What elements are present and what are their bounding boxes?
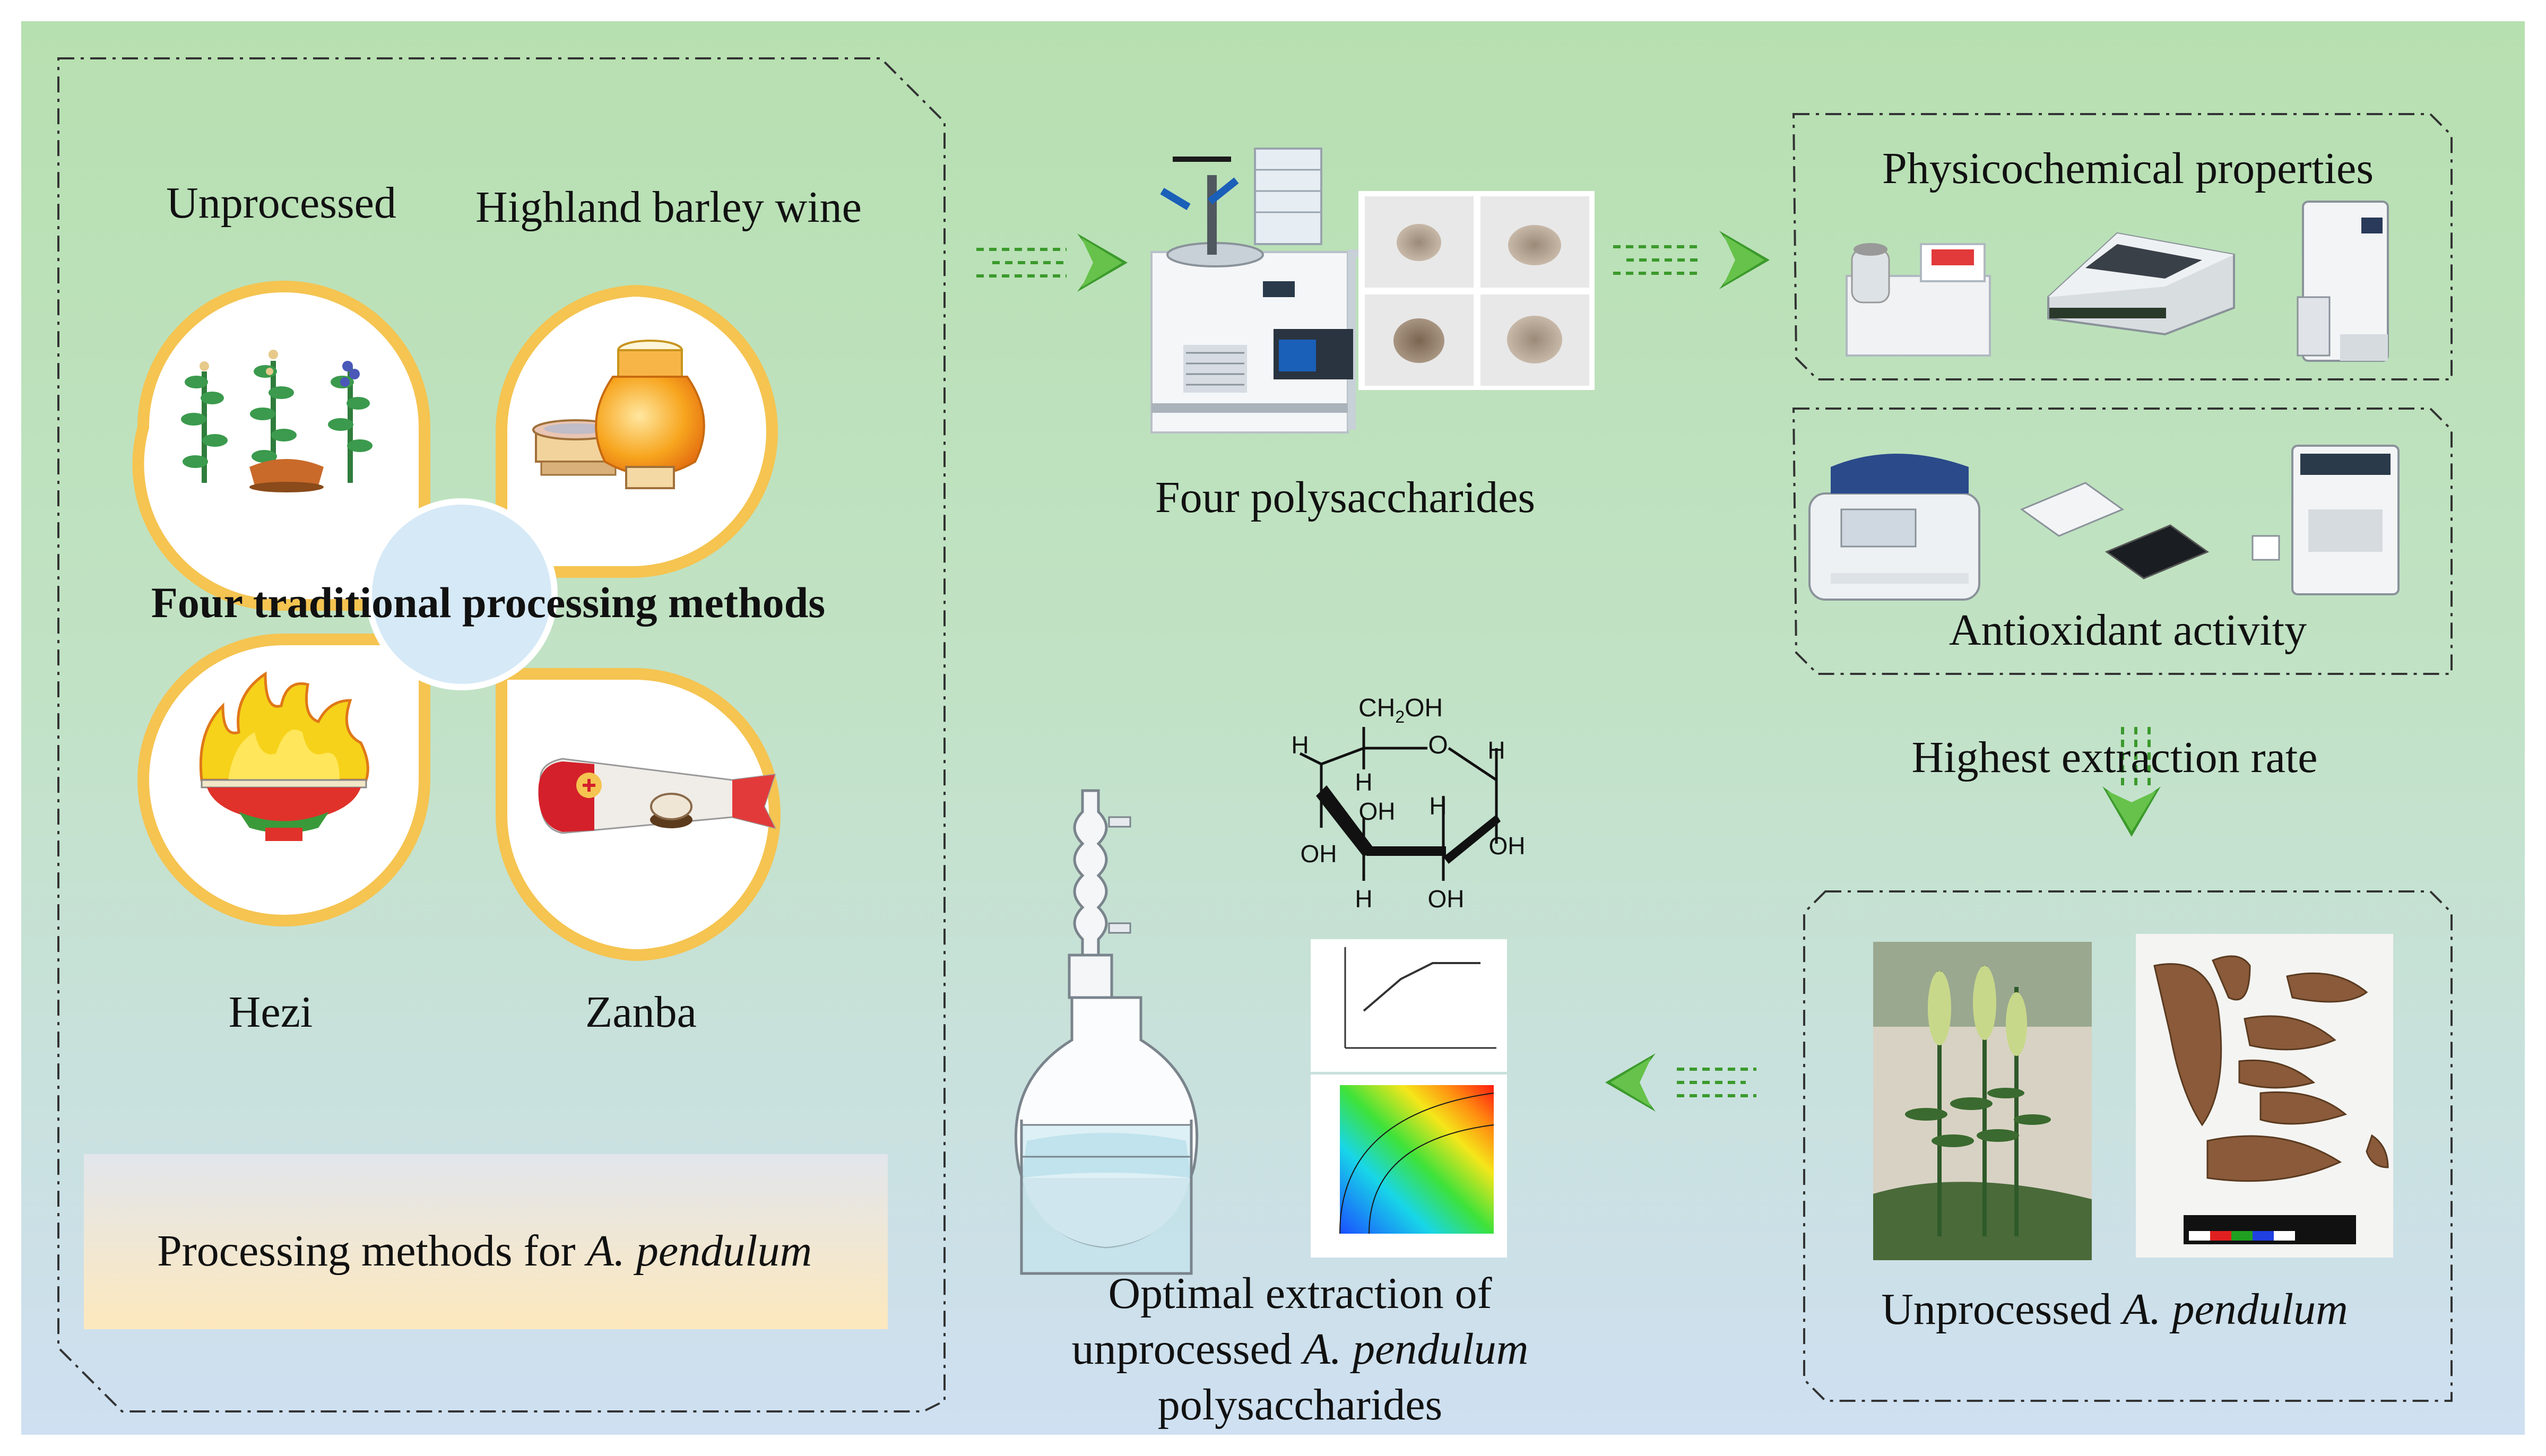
methods-panel-border <box>57 57 946 1412</box>
h-label: H <box>1291 731 1309 759</box>
microscope-icon <box>2297 201 2389 362</box>
unprocessed-plant-box <box>1803 890 2453 1402</box>
plate-reader-icon <box>2251 445 2400 595</box>
center-circle <box>366 498 558 690</box>
antioxidant-title: Antioxidant activity <box>1949 605 2307 655</box>
analyzer-icon <box>1846 243 1991 357</box>
physicochemical-title: Physicochemical properties <box>1882 144 2374 193</box>
well-plate-icon <box>2020 482 2210 579</box>
arrow-right-2 <box>1613 231 1770 289</box>
glucose-structure: CH2OH O H H H H OH OH OH H OH <box>1291 694 1525 913</box>
extraction-rate-label: Highest extraction rate <box>1911 733 2317 782</box>
ch2oh-oh: OH <box>1405 694 1443 722</box>
unprocessed-plant-caption: Unprocessed A. pendulum <box>1881 1285 2348 1334</box>
herb-plants-icon <box>181 350 373 492</box>
wine-jar-icon <box>532 340 705 489</box>
ring-oxygen-label: O <box>1428 731 1448 759</box>
petal-unprocessed <box>132 281 430 611</box>
zanba-bag-icon <box>538 758 776 834</box>
methods-caption: Processing methods for A. pendulum <box>157 1226 812 1276</box>
methods-caption-prefix: Processing methods for <box>157 1226 587 1276</box>
h-label: H <box>1429 792 1447 820</box>
label-unprocessed: Unprocessed <box>166 178 396 228</box>
ch2oh-ch: CH <box>1358 694 1395 722</box>
unprocessed-plant-caption-species: A. pendulum <box>2120 1285 2348 1334</box>
oh-label: OH <box>1359 798 1396 825</box>
label-hezi: Hezi <box>229 987 313 1037</box>
center-title: Four traditional processing methods <box>151 578 825 627</box>
freeze-dryer-icon <box>1150 148 1369 434</box>
physicochemical-box <box>1792 113 2453 380</box>
h-label: H <box>1355 885 1372 913</box>
optimal-extraction-line3: polysaccharides <box>1158 1380 1442 1429</box>
polysaccharides-label: Four polysaccharides <box>1155 473 1535 522</box>
antioxidant-box <box>1792 408 2453 675</box>
extraction-curve-thumbnail <box>1311 939 1507 1072</box>
ch2oh-label: CH2OH <box>1358 694 1443 726</box>
ch2oh-sub: 2 <box>1395 707 1405 726</box>
extraction-apparatus-icon <box>1014 789 1199 1275</box>
flame-bowl-icon <box>199 671 369 841</box>
optimal-extraction-line2: unprocessed A. pendulum <box>1072 1324 1529 1374</box>
optimal-extraction-line2-prefix: unprocessed <box>1072 1324 1303 1374</box>
label-highland-barley-wine: Highland barley wine <box>475 183 862 232</box>
oh-label: OH <box>1428 885 1465 913</box>
label-zanba: Zanba <box>585 987 697 1037</box>
response-surface-thumbnail <box>1311 1074 1507 1258</box>
spectrometer-icon <box>2047 232 2235 336</box>
arrow-right-1 <box>976 233 1128 292</box>
arrow-down <box>2102 727 2161 837</box>
optimal-extraction-line1: Optimal extraction of <box>1108 1269 1492 1318</box>
centrifuge-icon <box>1808 454 1980 601</box>
unprocessed-plant-caption-prefix: Unprocessed <box>1881 1285 2123 1334</box>
methods-caption-species: A. pendulum <box>584 1226 812 1276</box>
h-label: H <box>1355 768 1372 796</box>
plant-photo <box>1873 942 2092 1260</box>
optimal-extraction-line2-species: A. pendulum <box>1301 1324 1529 1374</box>
oh-label: OH <box>1489 832 1526 860</box>
h-label: H <box>1487 736 1505 764</box>
methods-caption-box <box>84 1154 888 1329</box>
petal-hezi <box>137 633 430 927</box>
oh-label: OH <box>1301 840 1337 868</box>
petal-zanba <box>495 668 781 961</box>
powder-samples-icon <box>1358 191 1595 390</box>
petal-highland-barley-wine <box>495 284 778 578</box>
root-photo <box>2136 934 2393 1258</box>
arrow-left <box>1605 1053 1756 1112</box>
